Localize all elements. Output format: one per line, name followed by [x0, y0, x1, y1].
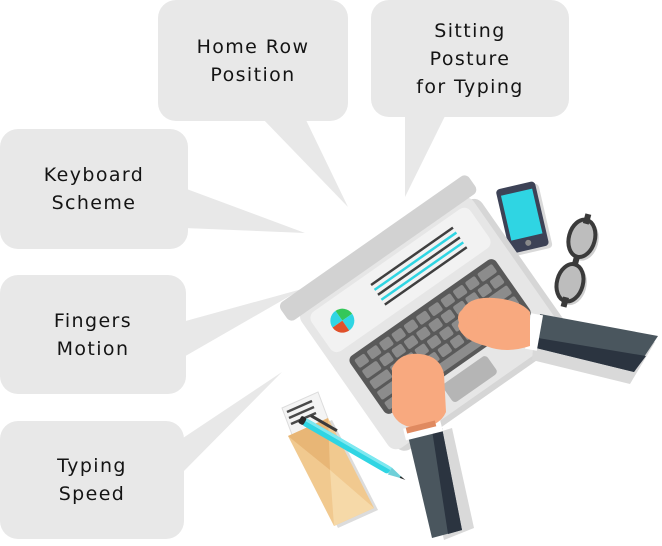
pie-chart-icon — [330, 308, 355, 333]
bubble-line: Fingers — [53, 309, 133, 332]
bubble-line: Motion — [56, 337, 130, 360]
glasses-icon — [554, 213, 599, 308]
bubble-line: Speed — [58, 483, 126, 505]
left-hand-icon — [392, 353, 474, 540]
smartphone-icon — [496, 181, 553, 256]
bubble-line: Posture — [429, 47, 511, 70]
screen-text-lines — [370, 226, 468, 306]
bubble-home-row-position: Home Row Position — [158, 0, 348, 121]
bubble-typing-speed: Typing Speed — [0, 421, 184, 539]
bubble-line: Typing — [57, 455, 127, 477]
bubble-line: Sitting — [434, 19, 506, 42]
bubble-line: Keyboard — [43, 164, 145, 186]
bubble-fingers-motion: Fingers Motion — [0, 275, 186, 394]
bubble-line: for Typing — [416, 75, 524, 98]
pen-icon — [298, 414, 406, 480]
envelope-icon — [281, 391, 378, 528]
bubble-line: Home Row — [196, 35, 310, 58]
right-hand-icon — [458, 297, 658, 384]
bubble-line: Position — [210, 63, 296, 86]
bubble-sitting-posture: Sitting Posture for Typing — [371, 0, 569, 117]
trackpad — [443, 356, 497, 402]
bubble-line: Scheme — [51, 192, 137, 214]
bubble-keyboard-scheme: Keyboard Scheme — [0, 129, 188, 249]
